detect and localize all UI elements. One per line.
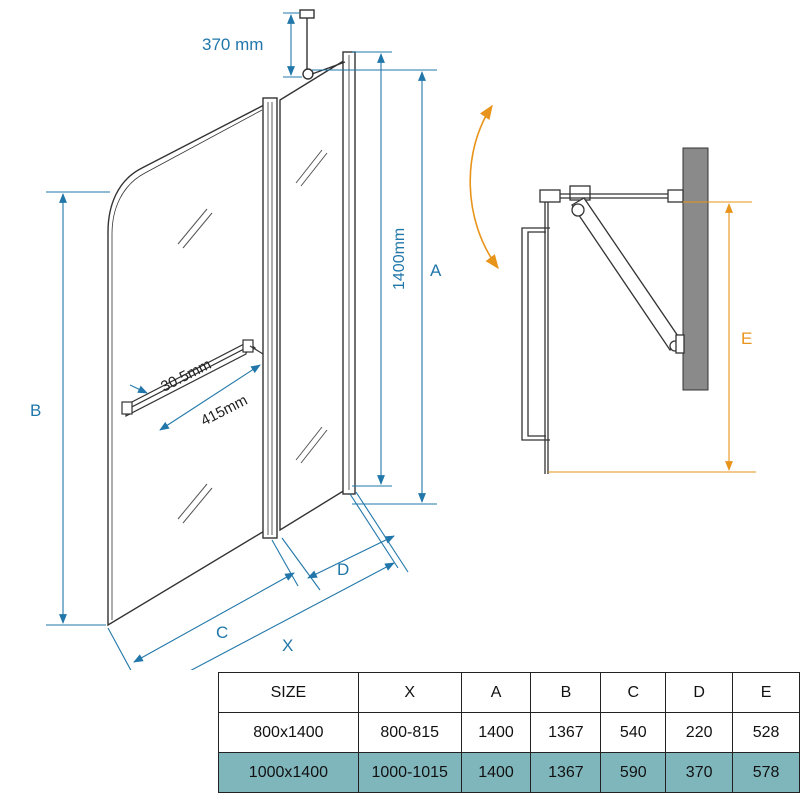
- table-cell: 370: [665, 752, 734, 793]
- label-A: A: [430, 261, 442, 280]
- table-row: 1000x1400 1000-1015 1400 1367 590 370 57…: [218, 752, 800, 793]
- label-30-5mm: 30.5mm: [158, 356, 214, 396]
- table-cell: 1367: [530, 752, 602, 793]
- curved-glass-panel: [107, 102, 267, 627]
- side-view-hardware: [521, 185, 685, 474]
- label-370mm: 370 mm: [202, 35, 263, 54]
- swing-arrow: [469, 104, 499, 270]
- header-a: A: [460, 672, 532, 713]
- table-cell: 1400: [460, 752, 532, 793]
- label-415mm: 415mm: [198, 392, 250, 430]
- swing-glass-panel: [279, 58, 346, 532]
- main-panel: [107, 9, 356, 627]
- header-b: B: [530, 672, 602, 713]
- header-d: D: [665, 672, 734, 713]
- dimension-E: [548, 201, 756, 473]
- hinge-profile: [262, 97, 278, 539]
- table-cell: 1367: [530, 712, 602, 753]
- table-cell: 1400: [460, 712, 532, 753]
- label-B: B: [30, 401, 41, 420]
- label-E: E: [741, 329, 752, 348]
- size-table: SIZE X A B C D E 800x1400 800-815 1400 1…: [218, 672, 800, 793]
- table-cell: 590: [600, 752, 667, 793]
- glass-reflections: [177, 149, 328, 524]
- header-x: X: [357, 672, 462, 713]
- wall: [682, 147, 709, 391]
- table-cell: 578: [732, 752, 800, 793]
- table-cell: 1000x1400: [218, 752, 359, 793]
- table-cell: 528: [732, 712, 800, 753]
- header-size: SIZE: [218, 672, 359, 713]
- table-row: 800x1400 800-815 1400 1367 540 220 528: [218, 712, 800, 753]
- label-D: D: [337, 560, 349, 579]
- table-cell: 800x1400: [218, 712, 359, 753]
- table-cell: 220: [665, 712, 734, 753]
- header-e: E: [732, 672, 800, 713]
- table-cell: 1000-1015: [357, 752, 462, 793]
- label-C: C: [216, 623, 228, 642]
- table-header-row: SIZE X A B C D E: [218, 672, 800, 713]
- table-cell: 800-815: [357, 712, 462, 753]
- wall-bracket: [299, 9, 315, 19]
- shower-screen-diagram: 370 mm 1400mm A B C D X 30.5mm 415mm: [30, 9, 756, 670]
- label-X: X: [282, 636, 293, 655]
- dimension-lines: [46, 12, 437, 670]
- label-1400mm: 1400mm: [391, 228, 408, 290]
- header-c: C: [600, 672, 667, 713]
- table-cell: 540: [600, 712, 667, 753]
